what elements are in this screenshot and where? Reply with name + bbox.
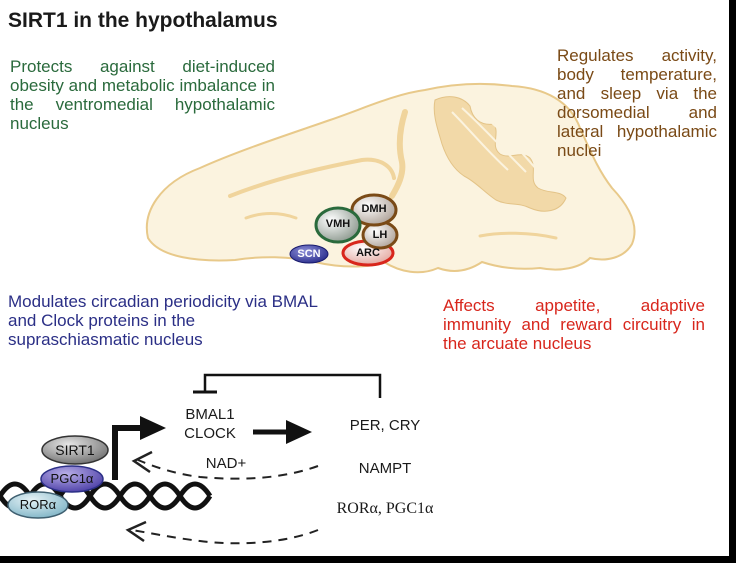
scn-label: SCN <box>297 248 321 260</box>
activation-arrowhead <box>286 420 312 444</box>
vmh-oval <box>314 206 362 244</box>
sirt1-oval <box>41 435 109 465</box>
promoter-arrow <box>112 425 145 480</box>
anterior-commissure-shape <box>244 212 298 220</box>
cerebellum-stripe <box>451 103 543 177</box>
pgc1a-label: PGC1α <box>50 471 94 486</box>
per-cry-label: PER, CRY <box>349 417 421 434</box>
sirt1-label: SIRT1 <box>55 442 95 458</box>
diagram-graphics <box>0 82 636 545</box>
ror-feedback-arrow <box>131 529 319 545</box>
brain-silhouette <box>145 82 636 274</box>
arc-note: Affects appetite, adaptive immunity and … <box>443 296 705 353</box>
rora-oval <box>7 491 69 519</box>
inhibition-line <box>203 373 382 398</box>
lh-label: LH <box>372 229 388 241</box>
cerebellum-folia <box>433 96 567 212</box>
vmh-label: VMH <box>325 218 351 230</box>
arc-label: ARC <box>356 247 380 259</box>
figure-canvas: SIRT1 in the hypothalamus Protects again… <box>0 0 729 556</box>
nampt-label: NAMPT <box>358 460 412 477</box>
ror-pgc-label: RORα, PGC1α <box>336 500 434 517</box>
figure-title: SIRT1 in the hypothalamus <box>8 9 278 32</box>
brainstem-shape <box>478 231 558 240</box>
bmal1-label: BMAL1 <box>185 406 235 423</box>
corpus-callosum-shape <box>228 157 396 198</box>
vmh-note: Protects against diet-induced obesity an… <box>10 57 275 133</box>
hippocampus-shape <box>389 109 408 199</box>
nad-label: NAD+ <box>205 455 247 472</box>
scn-note: Modulates circadian periodicity via BMAL… <box>8 292 318 349</box>
nad-feedback-arrowhead <box>131 450 153 474</box>
pgc1a-oval <box>40 465 104 493</box>
nad-feedback-arrow <box>137 459 319 480</box>
promoter-arrowhead <box>140 416 166 440</box>
dmh-label: DMH <box>361 203 387 215</box>
rora-label: RORα <box>19 497 57 512</box>
clock-label: CLOCK <box>184 425 236 442</box>
scn-oval <box>289 244 329 264</box>
dmh-lh-note: Regulates activity, body temperature, an… <box>557 46 717 160</box>
dmh-oval <box>350 193 398 227</box>
ror-feedback-arrowhead <box>125 520 147 543</box>
